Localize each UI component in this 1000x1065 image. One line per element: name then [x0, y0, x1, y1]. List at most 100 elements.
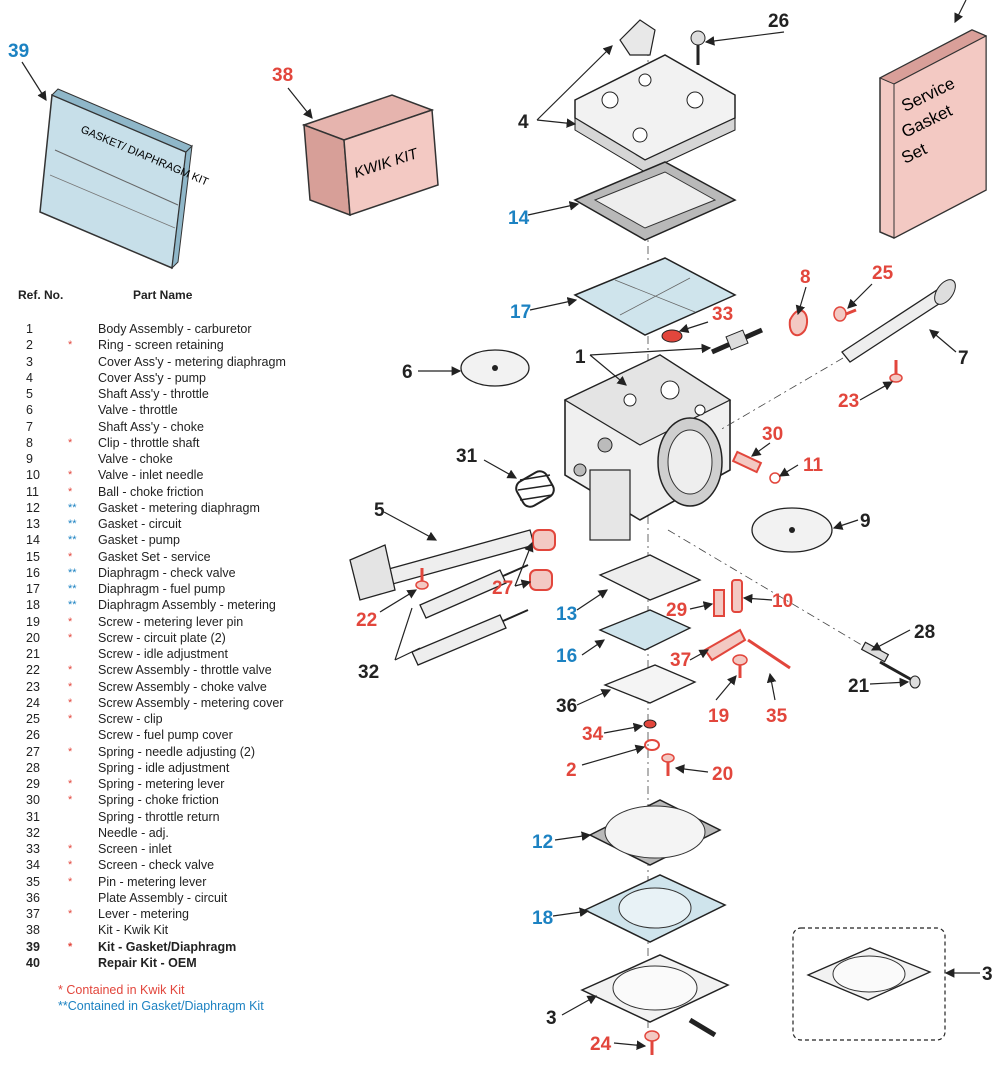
legend-kit-marker: **	[68, 583, 77, 595]
legend-part-name: Screw - metering lever pin	[98, 614, 244, 629]
callout-31: 31	[456, 446, 478, 467]
callout-22: 22	[356, 610, 377, 631]
legend-row: 2*Ring - screen retaining	[18, 337, 338, 353]
legend-ref-number: 36	[26, 890, 40, 905]
legend-part-name: Screen - check valve	[98, 858, 215, 873]
callout-24: 24	[590, 1034, 612, 1055]
callout-37: 37	[670, 650, 691, 671]
legend-part-name: Screw Assembly - metering cover	[98, 695, 284, 710]
legend-ref-number: 3	[26, 354, 33, 369]
legend-ref-number: 16	[26, 565, 40, 580]
legend-ref-number: 2	[26, 338, 33, 353]
callout-36: 36	[556, 696, 577, 717]
legend-part-name: Diaphragm Assembly - metering	[98, 598, 276, 613]
legend-part-name: Repair Kit - OEM	[98, 955, 197, 970]
callout-28: 28	[914, 622, 935, 643]
choke-valve-part	[751, 507, 833, 553]
needle-spring-lower-part	[529, 569, 553, 591]
legend-ref-number: 15	[26, 549, 40, 564]
legend-ref-number: 10	[26, 468, 40, 483]
legend-part-name: Screw - circuit plate (2)	[98, 630, 226, 645]
legend-ref-number: 8	[26, 435, 33, 450]
callout-39: 39	[8, 41, 29, 62]
callout-12: 12	[532, 832, 553, 853]
adjustment-needle-lower-part	[411, 609, 529, 666]
legend-row: 29*Spring - metering lever	[18, 776, 338, 792]
legend-part-name: Ball - choke friction	[98, 484, 204, 499]
callout-38: 38	[272, 65, 293, 86]
metering-lever-part	[703, 628, 747, 662]
legend-kit-marker: **	[68, 518, 77, 530]
legend-part-name: Kit - Kwik Kit	[98, 923, 169, 938]
legend-kit-marker: *	[68, 713, 73, 725]
legend-header-name: Part Name	[133, 288, 193, 302]
legend-kit-marker: **	[68, 599, 77, 612]
legend-header: Ref. No. Part Name	[18, 288, 338, 302]
callout-9: 9	[860, 511, 871, 532]
legend-ref-number: 32	[26, 825, 40, 840]
legend-kit-marker: *	[68, 778, 73, 790]
legend-row: 14**Gasket - pump	[18, 532, 338, 548]
legend-kit-marker: *	[68, 485, 73, 498]
legend-kit-marker	[68, 760, 98, 776]
choke-valve-screw-part	[889, 360, 903, 383]
legend-kit-marker: *	[68, 875, 73, 888]
legend-kit-marker: *	[68, 631, 73, 644]
legend-ref-number: 11	[26, 484, 39, 499]
legend-ref-number: 6	[26, 403, 33, 418]
legend-kit-marker: *	[68, 680, 73, 693]
legend-row: 8*Clip - throttle shaft	[18, 435, 338, 451]
metering-cover-alternate-inset	[792, 927, 946, 1041]
callout-35: 35	[766, 706, 788, 727]
leader-lines	[379, 31, 980, 1050]
legend-kit-marker	[68, 922, 98, 938]
legend-ref-number: 33	[26, 842, 40, 856]
legend-ref-number: 26	[26, 728, 40, 743]
metering-diaphragm-gasket-part	[588, 799, 722, 866]
legend-row: 22*Screw Assembly - throttle valve	[18, 662, 338, 678]
legend-ref-number: 21	[26, 647, 40, 661]
idle-adjustment-spring-part	[860, 641, 890, 663]
legend-kit-marker	[68, 809, 98, 825]
legend-ref-number: 40	[26, 955, 40, 970]
legend-row: 15*Gasket Set - service	[18, 549, 338, 565]
legend-part-name: Valve - inlet needle	[98, 468, 204, 483]
legend-row: 40 Repair Kit - OEM	[18, 955, 338, 971]
throttle-valve-screw-part	[415, 568, 429, 590]
callout-13: 13	[556, 604, 577, 625]
legend-row: 17**Diaphragm - fuel pump	[18, 581, 338, 597]
legend-ref-number: 18	[26, 598, 40, 613]
throttle-valve-part	[460, 349, 530, 387]
legend-kit-marker: *	[68, 940, 73, 953]
service-gasket-set-box: Service Gasket Set	[878, 29, 988, 239]
idle-adjustment-screw-part	[879, 660, 921, 689]
legend-part-name: Lever - metering	[98, 907, 190, 921]
legend-ref-number: 12	[26, 500, 40, 515]
callout-2: 2	[566, 760, 577, 781]
callout-3-main: 3	[546, 1008, 557, 1029]
legend-row: 19*Screw - metering lever pin	[18, 614, 338, 630]
legend-row: 27*Spring - needle adjusting (2)	[18, 744, 338, 760]
legend-ref-number: 13	[26, 517, 40, 531]
legend-kit-marker	[68, 955, 98, 971]
legend-ref-number: 7	[26, 419, 33, 434]
legend-kit-marker: **	[68, 534, 77, 547]
legend-ref-number: 29	[26, 777, 40, 791]
legend-part-name: Clip - throttle shaft	[98, 435, 200, 450]
legend-part-name: Screen - inlet	[98, 842, 172, 856]
legend-kit-marker: *	[68, 469, 73, 482]
callout-10: 10	[772, 591, 793, 612]
legend-row: 12**Gasket - metering diaphragm	[18, 500, 338, 516]
circuit-plate-screw-part	[661, 753, 675, 776]
legend-part-name: Spring - needle adjusting (2)	[98, 744, 256, 759]
callout-32: 32	[358, 662, 379, 683]
legend-part-name: Spring - throttle return	[98, 809, 220, 824]
callout-33: 33	[712, 304, 733, 325]
legend-ref-number: 34	[26, 858, 40, 873]
